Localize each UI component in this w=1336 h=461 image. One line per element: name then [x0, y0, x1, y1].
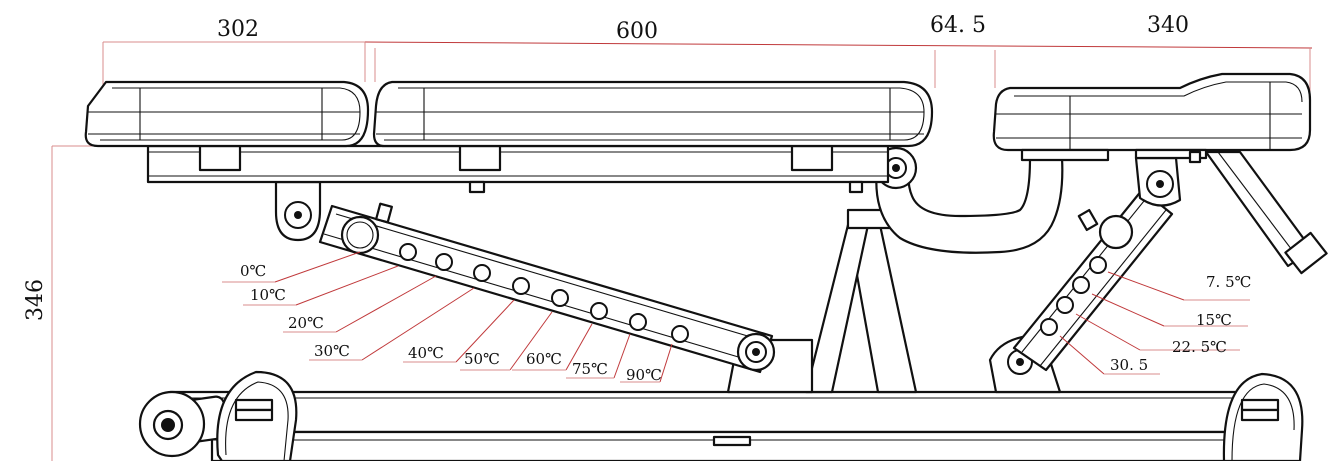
seat-tube-holes	[399, 243, 689, 343]
seat-angle-leader	[455, 299, 515, 363]
seat-angle-callout: 40℃	[403, 299, 515, 363]
gooseneck-connector	[874, 146, 1064, 254]
seat-tube-hole	[473, 264, 491, 282]
seat-angle-label: 40℃	[408, 344, 444, 362]
back-angle-callout: 7. 5℃	[1107, 271, 1251, 301]
seat-angle-label: 50℃	[464, 350, 500, 368]
seat-pad	[84, 80, 370, 148]
seat-angle-label: 90℃	[626, 366, 662, 384]
leg-pad	[992, 72, 1312, 164]
seat-angle-callout: 50℃	[460, 311, 553, 371]
back-tube-hole	[1089, 256, 1107, 274]
back-angle-label: 30. 5	[1110, 356, 1148, 374]
seat-angle-leader	[613, 333, 631, 379]
back-angle-leader	[1059, 335, 1105, 375]
seat-tube-hole	[512, 277, 530, 295]
back-angle-leader	[1107, 271, 1185, 301]
seat-angle-leader	[659, 343, 673, 383]
seat-angle-leader	[509, 311, 553, 371]
dim-height: 346	[23, 279, 48, 321]
seat-tube-hole	[671, 325, 689, 343]
seat-angle-callout: 20℃	[283, 275, 437, 333]
seat-tube-hole	[590, 302, 608, 320]
back-angle-label: 22. 5℃	[1172, 338, 1227, 356]
seat-angle-label: 60℃	[526, 350, 562, 368]
seat-adjust-tube	[274, 180, 776, 374]
seat-angle-leader	[361, 287, 475, 361]
back-angle-label: 15℃	[1196, 311, 1232, 329]
seat-angle-label: 20℃	[288, 314, 324, 332]
back-angle-callout: 30. 5	[1059, 335, 1160, 375]
seat-angle-label: 30℃	[314, 342, 350, 360]
dim-gap: 64. 5	[930, 13, 986, 38]
seat-angle-callout: 90℃	[620, 343, 673, 384]
back-tube-hole	[1056, 296, 1074, 314]
seat-tube-hole	[551, 289, 569, 307]
seat-angle-callout: 30℃	[309, 287, 475, 361]
back-angle-callouts: 7. 5℃ 15℃ 22. 5℃ 30. 5	[1059, 271, 1251, 375]
seat-angle-leader	[565, 323, 593, 371]
seat-angle-leader	[295, 265, 399, 306]
seat-angle-label: 0℃	[240, 262, 266, 280]
seat-angle-label: 75℃	[572, 360, 608, 378]
base-frame	[138, 370, 1304, 461]
seat-angle-label: 10℃	[250, 286, 286, 304]
back-angle-leader	[1091, 293, 1165, 327]
back-angle-leader	[1075, 313, 1141, 351]
back-angle-label: 7. 5℃	[1206, 273, 1251, 291]
back-tube-hole	[1072, 276, 1090, 294]
back-tube-hole	[1040, 318, 1058, 336]
seat-tube-hole	[629, 313, 647, 331]
back-tube-holes	[1040, 256, 1107, 336]
seat-angle-callout: 0℃	[222, 251, 361, 283]
seat-tube-hole	[435, 253, 453, 271]
back-pad	[372, 80, 934, 148]
seat-angle-leader	[335, 275, 437, 333]
dim-seat-width: 302	[217, 17, 259, 42]
seat-frame-rail	[146, 144, 890, 194]
seat-angle-callout: 75℃	[566, 333, 631, 379]
seat-angle-callout: 60℃	[512, 323, 593, 371]
seat-angle-callout: 10℃	[243, 265, 399, 306]
dim-back-width: 600	[616, 19, 658, 44]
back-angle-callout: 22. 5℃	[1075, 313, 1240, 356]
seat-angle-leader	[274, 251, 361, 283]
seat-tube-hole	[399, 243, 417, 261]
seat-angle-callouts: 0℃ 10℃20℃ 30℃ 40℃ 50℃ 60℃ 75℃ 90℃	[222, 251, 673, 384]
back-angle-callout: 15℃	[1091, 293, 1248, 329]
dim-end-width: 340	[1147, 13, 1189, 38]
